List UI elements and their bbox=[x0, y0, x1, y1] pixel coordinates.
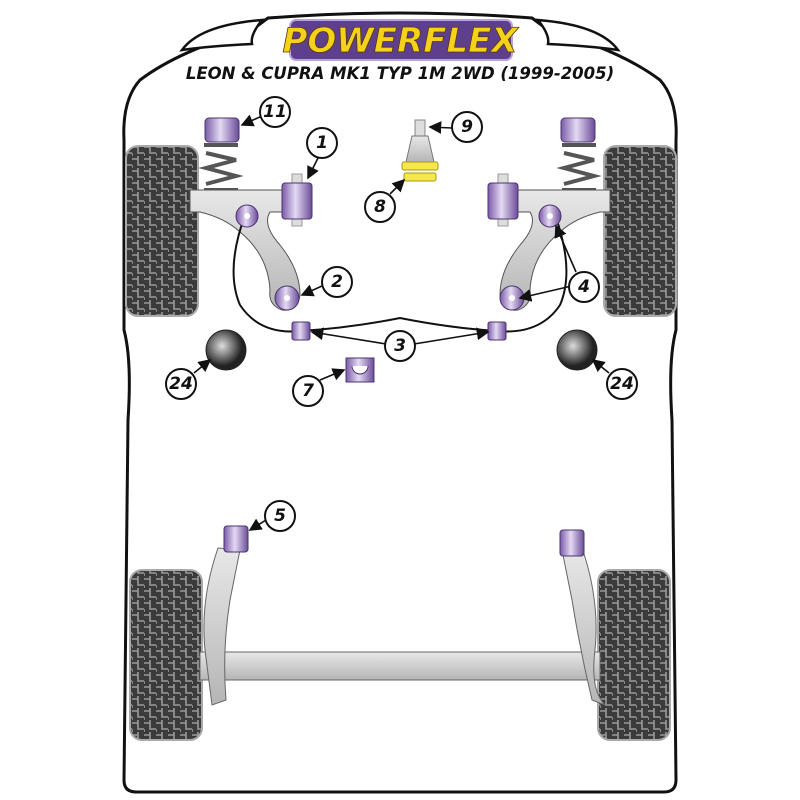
top-mount-bush-right bbox=[560, 117, 596, 143]
callout-label: 2 bbox=[331, 272, 343, 292]
callout-4: 4 bbox=[568, 271, 600, 303]
callout-label: 7 bbox=[302, 381, 314, 401]
left-bumper-ear bbox=[179, 18, 265, 52]
bush-24-left bbox=[205, 329, 247, 371]
front-right-spring bbox=[556, 143, 602, 192]
logo-text: POWERFLEX bbox=[282, 21, 519, 61]
callout-9: 9 bbox=[451, 111, 483, 143]
rear-bush-5-right bbox=[559, 529, 585, 557]
callout-label: 4 bbox=[577, 277, 590, 297]
rear-right-trailing-arm bbox=[561, 547, 606, 706]
powerflex-logo: POWERFLEX bbox=[282, 19, 520, 61]
callout-label: 3 bbox=[394, 336, 406, 356]
front-right-wheel bbox=[603, 145, 677, 317]
callout-label: 11 bbox=[263, 102, 287, 122]
callout-label: 9 bbox=[461, 117, 473, 137]
page-title: LEON & CUPRA MK1 TYP 1M 2WD (1999-2005) bbox=[186, 64, 614, 83]
front-left-spring bbox=[198, 143, 244, 192]
callout-label: 8 bbox=[374, 197, 386, 217]
callout-label: 5 bbox=[274, 506, 286, 526]
rear-left-wheel bbox=[129, 569, 203, 741]
bolt-hole bbox=[547, 213, 553, 219]
callout-5: 5 bbox=[264, 500, 296, 532]
bush-1-left bbox=[281, 173, 313, 227]
callout-label: 24 bbox=[610, 374, 634, 394]
callout-8: 8 bbox=[364, 191, 396, 223]
callout-label: 24 bbox=[169, 374, 193, 394]
anti-roll-bar bbox=[232, 214, 568, 333]
callout-2: 2 bbox=[321, 266, 353, 298]
bush-1-right bbox=[487, 173, 519, 227]
callout-24-right: 24 bbox=[606, 368, 638, 400]
rear-left-trailing-arm bbox=[203, 547, 241, 706]
rear-right-wheel bbox=[597, 569, 671, 741]
top-mount-bush-left bbox=[204, 117, 240, 143]
rear-axle-beam bbox=[199, 651, 601, 681]
callout-1: 1 bbox=[306, 127, 338, 159]
engine-mount bbox=[401, 119, 439, 182]
bush-24-right bbox=[556, 329, 598, 371]
callout-11: 11 bbox=[259, 96, 291, 128]
bolt-hole bbox=[244, 213, 250, 219]
callout-24-left: 24 bbox=[165, 368, 197, 400]
bolt-hole bbox=[284, 295, 290, 301]
bush-7 bbox=[345, 357, 375, 383]
leader-lines bbox=[193, 114, 610, 531]
arb-bush-right bbox=[487, 321, 507, 341]
arb-bush-left bbox=[291, 321, 311, 341]
callout-label: 1 bbox=[316, 133, 328, 153]
bolt-hole bbox=[509, 295, 515, 301]
callout-7: 7 bbox=[292, 375, 324, 407]
rear-bush-5-left bbox=[223, 525, 249, 553]
callout-3: 3 bbox=[384, 330, 416, 362]
right-bumper-ear bbox=[535, 18, 621, 52]
front-left-wheel bbox=[125, 145, 199, 317]
